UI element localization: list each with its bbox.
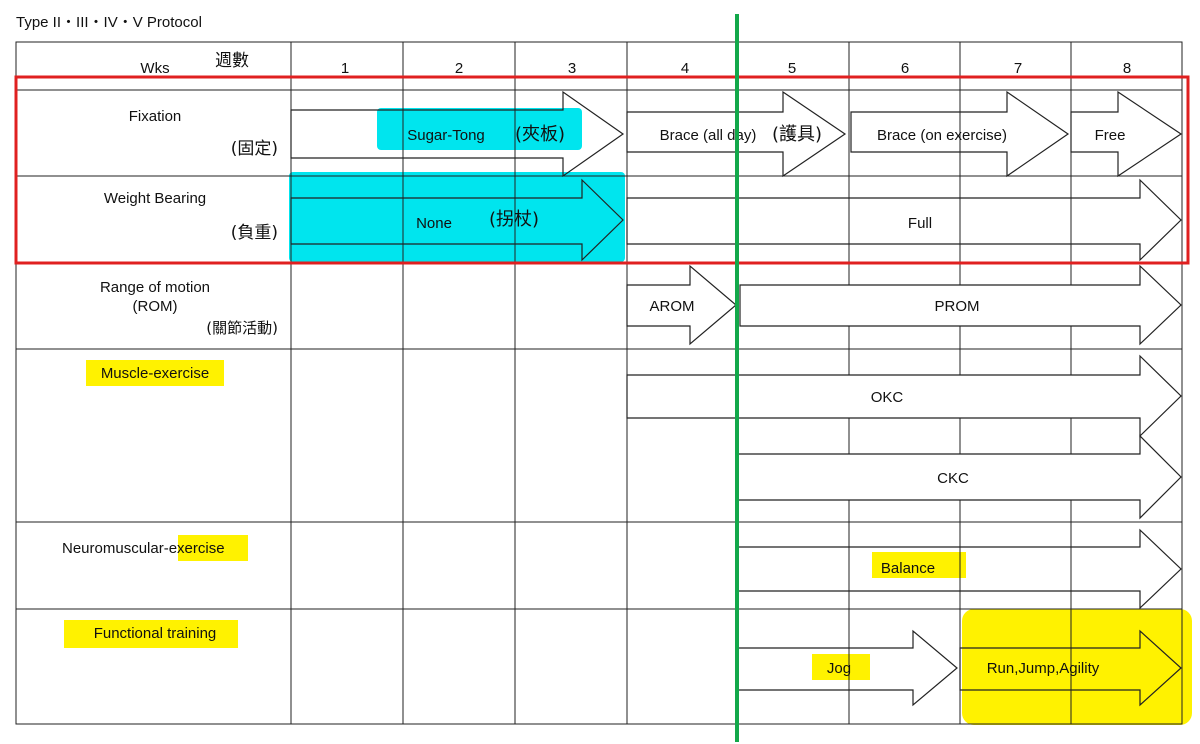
row-label-neuro-b: -exercise (164, 540, 225, 557)
row-label-rom-cjk: (關節活動) (206, 319, 278, 337)
highlight-sugar-tong (377, 108, 582, 150)
arrow-label-none: None (416, 215, 452, 232)
arrow-label-brace-on-exercise: Brace (on exercise) (877, 127, 1007, 144)
arrow-brace-on-exercise (850, 90, 1070, 178)
arrow-full (626, 178, 1182, 262)
arrow-prom (739, 264, 1182, 346)
row-label-fixation-cjk: (固定) (231, 139, 278, 159)
row-label-fixation: Fixation (129, 108, 182, 125)
table-border (15, 41, 1183, 725)
week-4: 4 (681, 60, 689, 77)
row-label-neuro-a: Neuromuscular (62, 540, 164, 557)
arrow-brace-all-day (626, 90, 847, 178)
arrow-jog (737, 629, 958, 707)
highlight-run-jump-agility (962, 609, 1192, 725)
arrow-label-arom: AROM (650, 298, 695, 315)
arrow-free (1070, 90, 1183, 178)
arrow-label-sugar-tong: Sugar-Tong (407, 127, 485, 144)
arrow-run-jump-agility (959, 629, 1182, 707)
arrow-label-prom: PROM (935, 298, 980, 315)
week-5: 5 (788, 60, 796, 77)
week-8: 8 (1123, 60, 1131, 77)
row-label-rom: Range of motion (100, 279, 210, 296)
week-6: 6 (901, 60, 909, 77)
row-label-muscle: Muscle-exercise (101, 365, 209, 382)
row-label-weight-bearing-cjk: (負重) (231, 223, 278, 243)
week-2: 2 (455, 60, 463, 77)
row-label-functional: Functional training (94, 625, 217, 642)
week-7: 7 (1014, 60, 1022, 77)
row-label-weight-bearing: Weight Bearing (104, 190, 206, 207)
arrow-label-brace-all-day-cjk: (護具) (772, 124, 822, 145)
arrow-arom (626, 264, 737, 346)
red-highlight-box (14, 75, 1190, 265)
arrow-ckc (737, 434, 1182, 520)
header-wks: Wks (140, 60, 169, 77)
arrow-label-ckc: CKC (937, 470, 969, 487)
row-label-rom-abbr: (ROM) (133, 298, 178, 315)
highlight-none (289, 172, 625, 262)
arrow-none (290, 178, 624, 262)
highlight-muscle-label (86, 360, 224, 386)
arrow-sugar-tong (290, 90, 625, 178)
arrow-label-free: Free (1095, 127, 1126, 144)
highlight-balance (872, 552, 966, 578)
row-label-neuro: Neuromuscular-exercise (62, 540, 225, 557)
arrow-label-sugar-tong-cjk: (夾板) (515, 124, 565, 145)
arrow-label-jog: Jog (827, 660, 851, 677)
arrow-label-none-cjk: (拐杖) (489, 209, 539, 230)
arrow-label-full: Full (908, 215, 932, 232)
highlight-neuro-exercise (178, 535, 248, 561)
week-1: 1 (341, 60, 349, 77)
highlight-functional-label (64, 620, 238, 648)
page-title: Type II・III・IV・V Protocol (16, 14, 202, 31)
highlight-jog (812, 654, 870, 680)
arrow-label-run-jump-agility: Run,Jump,Agility (987, 660, 1100, 677)
arrow-label-balance: Balance (881, 560, 935, 577)
week-3: 3 (568, 60, 576, 77)
arrow-label-okc: OKC (871, 389, 904, 406)
arrow-balance (737, 528, 1182, 610)
arrow-okc (626, 354, 1182, 438)
header-wks-cjk: 週數 (215, 51, 249, 71)
arrow-label-brace-all-day: Brace (all day) (660, 127, 757, 144)
